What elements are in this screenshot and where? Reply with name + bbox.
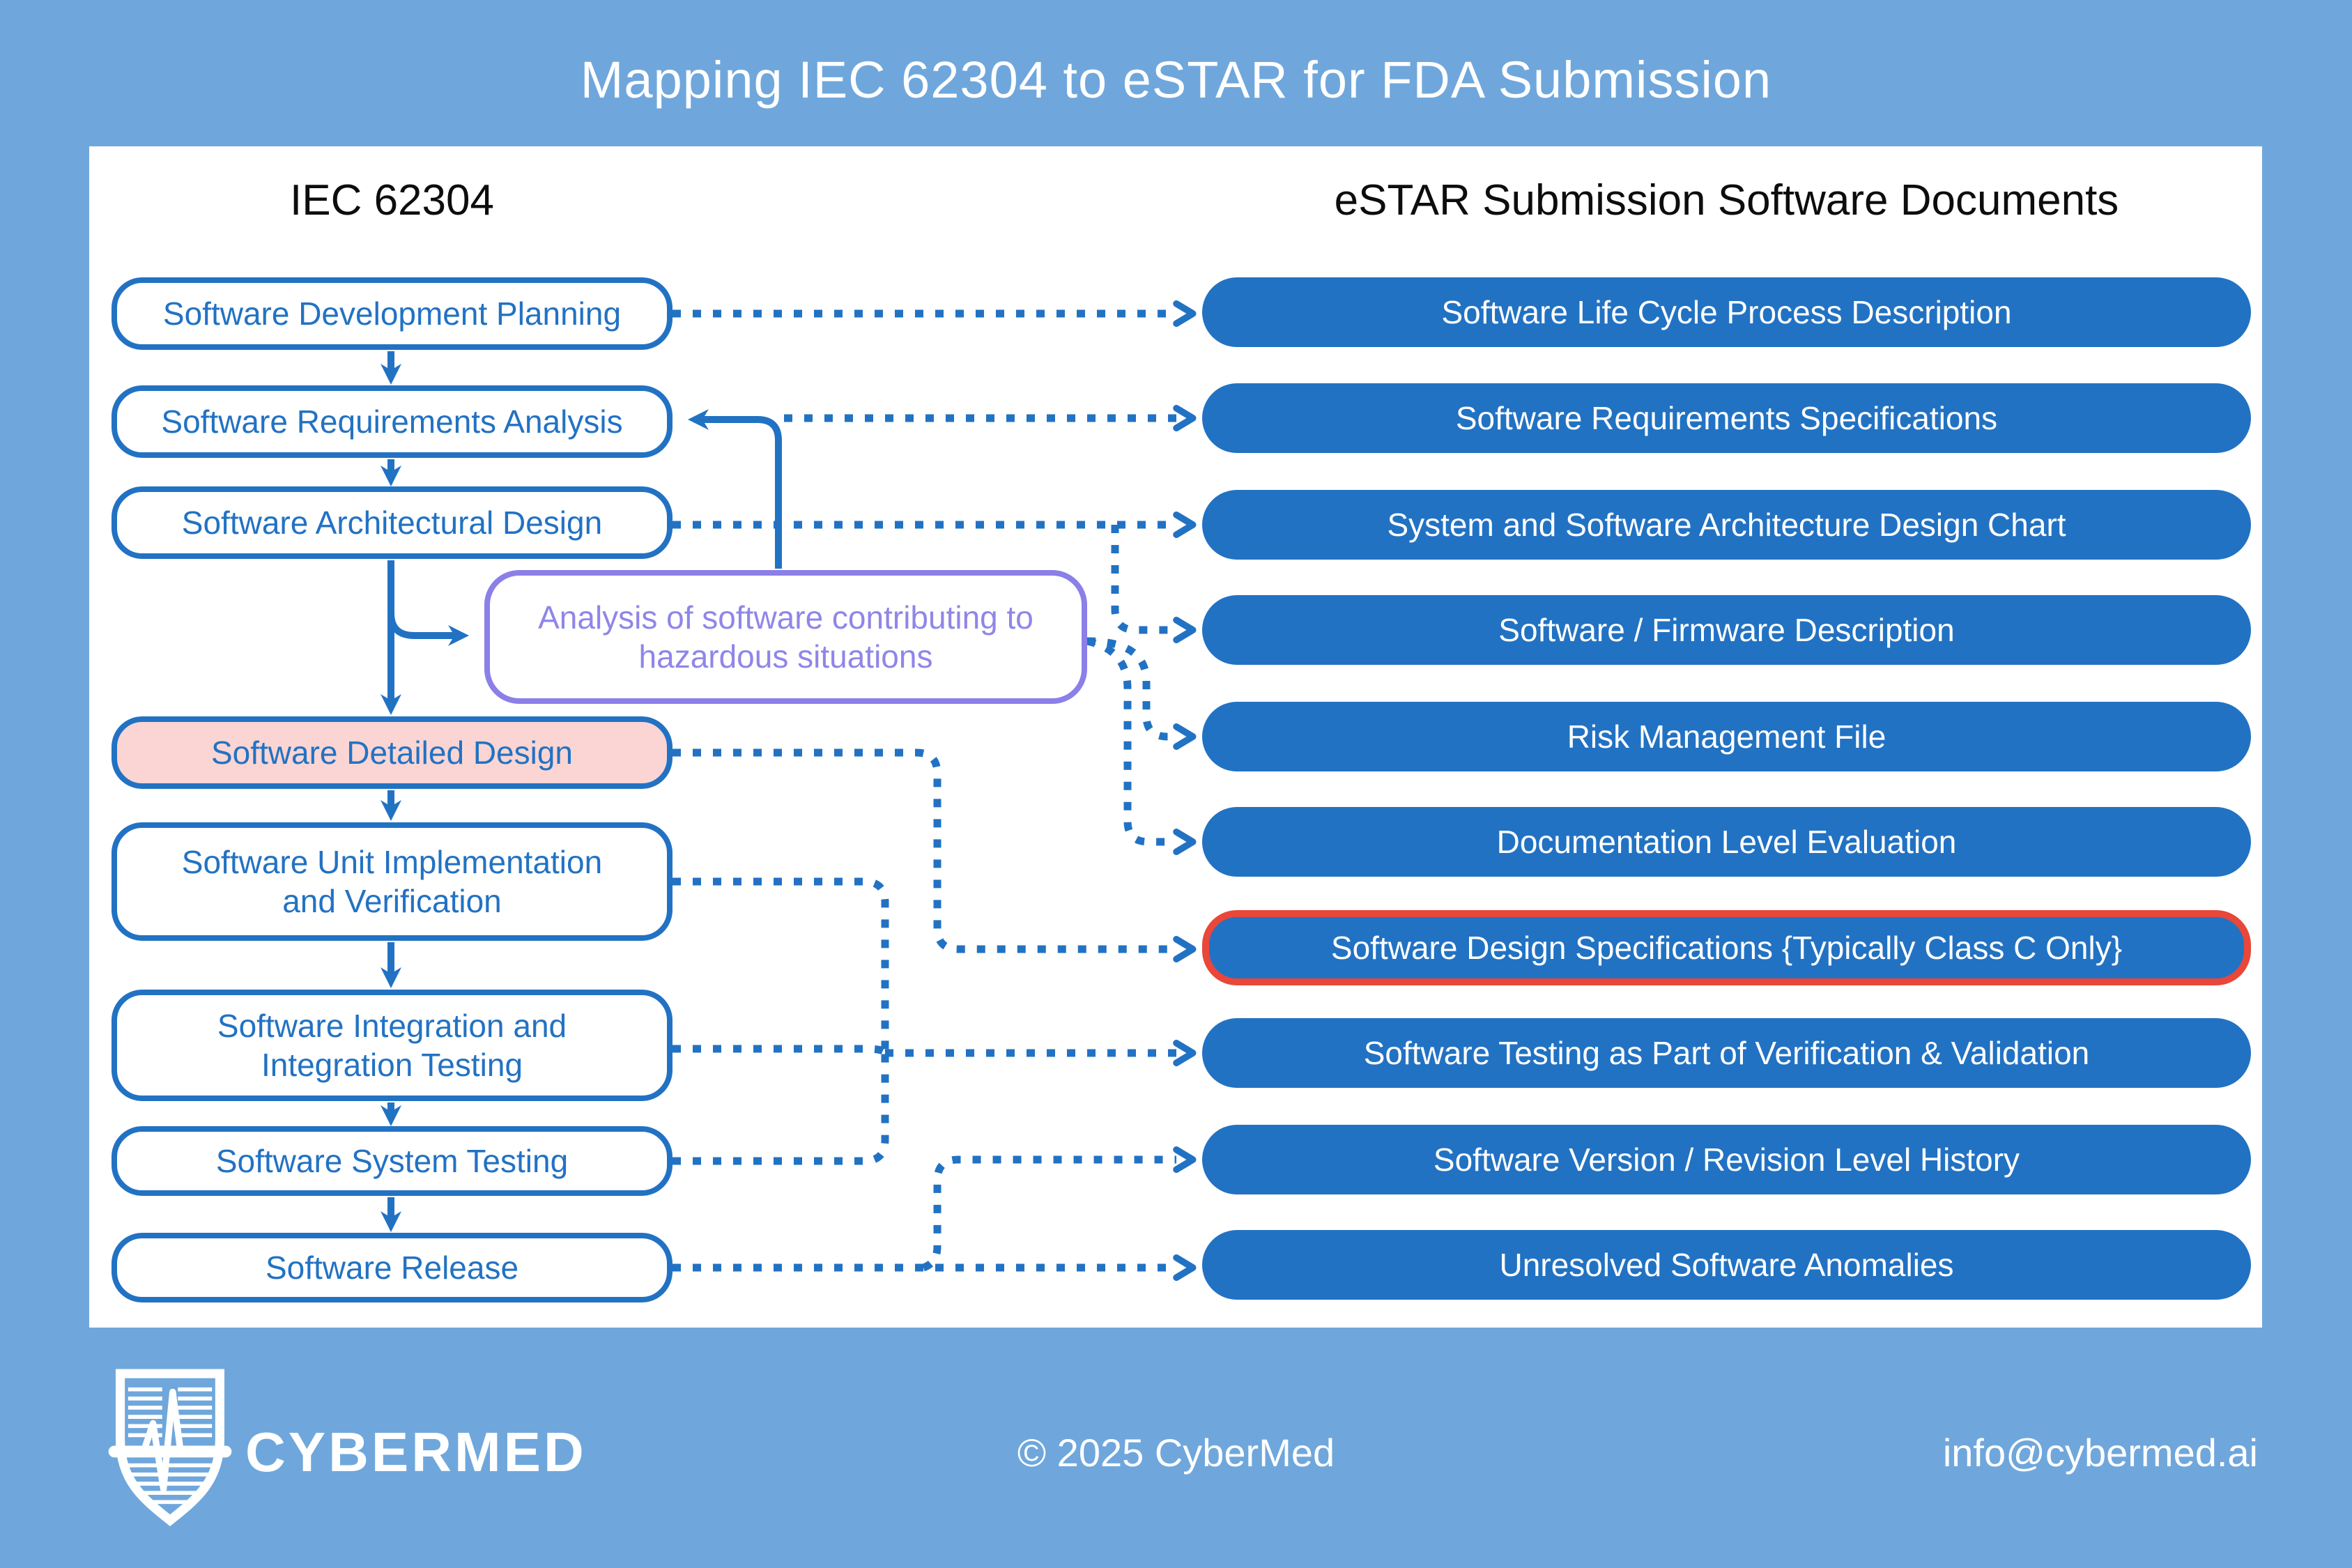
estar-box-firmware-description: Software / Firmware Description: [1202, 595, 2251, 665]
iec-box-software-release: Software Release: [112, 1233, 672, 1302]
estar-box-architecture-design-chart: System and Software Architecture Design …: [1202, 490, 2251, 560]
iec-box-system-testing: Software System Testing: [112, 1126, 672, 1196]
right-column-header: eSTAR Submission Software Documents: [1334, 176, 2119, 224]
iec-box-architectural-design: Software Architectural Design: [112, 486, 672, 559]
iec-box-integration-testing: Software Integration and Integration Tes…: [112, 990, 672, 1101]
iec-box-detailed-design: Software Detailed Design: [112, 716, 672, 789]
cybermed-logo-icon: [108, 1369, 232, 1527]
estar-box-lifecycle-description: Software Life Cycle Process Description: [1202, 277, 2251, 347]
footer-copyright: © 2025 CyberMed: [1017, 1431, 1335, 1475]
estar-box-risk-management-file: Risk Management File: [1202, 702, 2251, 771]
iec-box-unit-implementation: Software Unit Implementation and Verific…: [112, 822, 672, 941]
footer-email: info@cybermed.ai: [1942, 1431, 2258, 1475]
iec-box-requirements-analysis: Software Requirements Analysis: [112, 385, 672, 458]
estar-box-documentation-level: Documentation Level Evaluation: [1202, 807, 2251, 877]
estar-box-requirements-specifications: Software Requirements Specifications: [1202, 383, 2251, 453]
estar-box-unresolved-anomalies: Unresolved Software Anomalies: [1202, 1230, 2251, 1300]
estar-box-testing-verification: Software Testing as Part of Verification…: [1202, 1018, 2251, 1088]
left-column-header: IEC 62304: [290, 176, 494, 224]
page-title: Mapping IEC 62304 to eSTAR for FDA Submi…: [580, 51, 1772, 109]
footer-brand-text: CYBERMED: [245, 1421, 587, 1483]
iec-box-development-planning: Software Development Planning: [112, 277, 672, 350]
iec-box-hazard-analysis: Analysis of software contributing to haz…: [484, 570, 1087, 704]
estar-box-design-specifications: Software Design Specifications {Typicall…: [1202, 910, 2251, 985]
estar-box-version-history: Software Version / Revision Level Histor…: [1202, 1125, 2251, 1194]
